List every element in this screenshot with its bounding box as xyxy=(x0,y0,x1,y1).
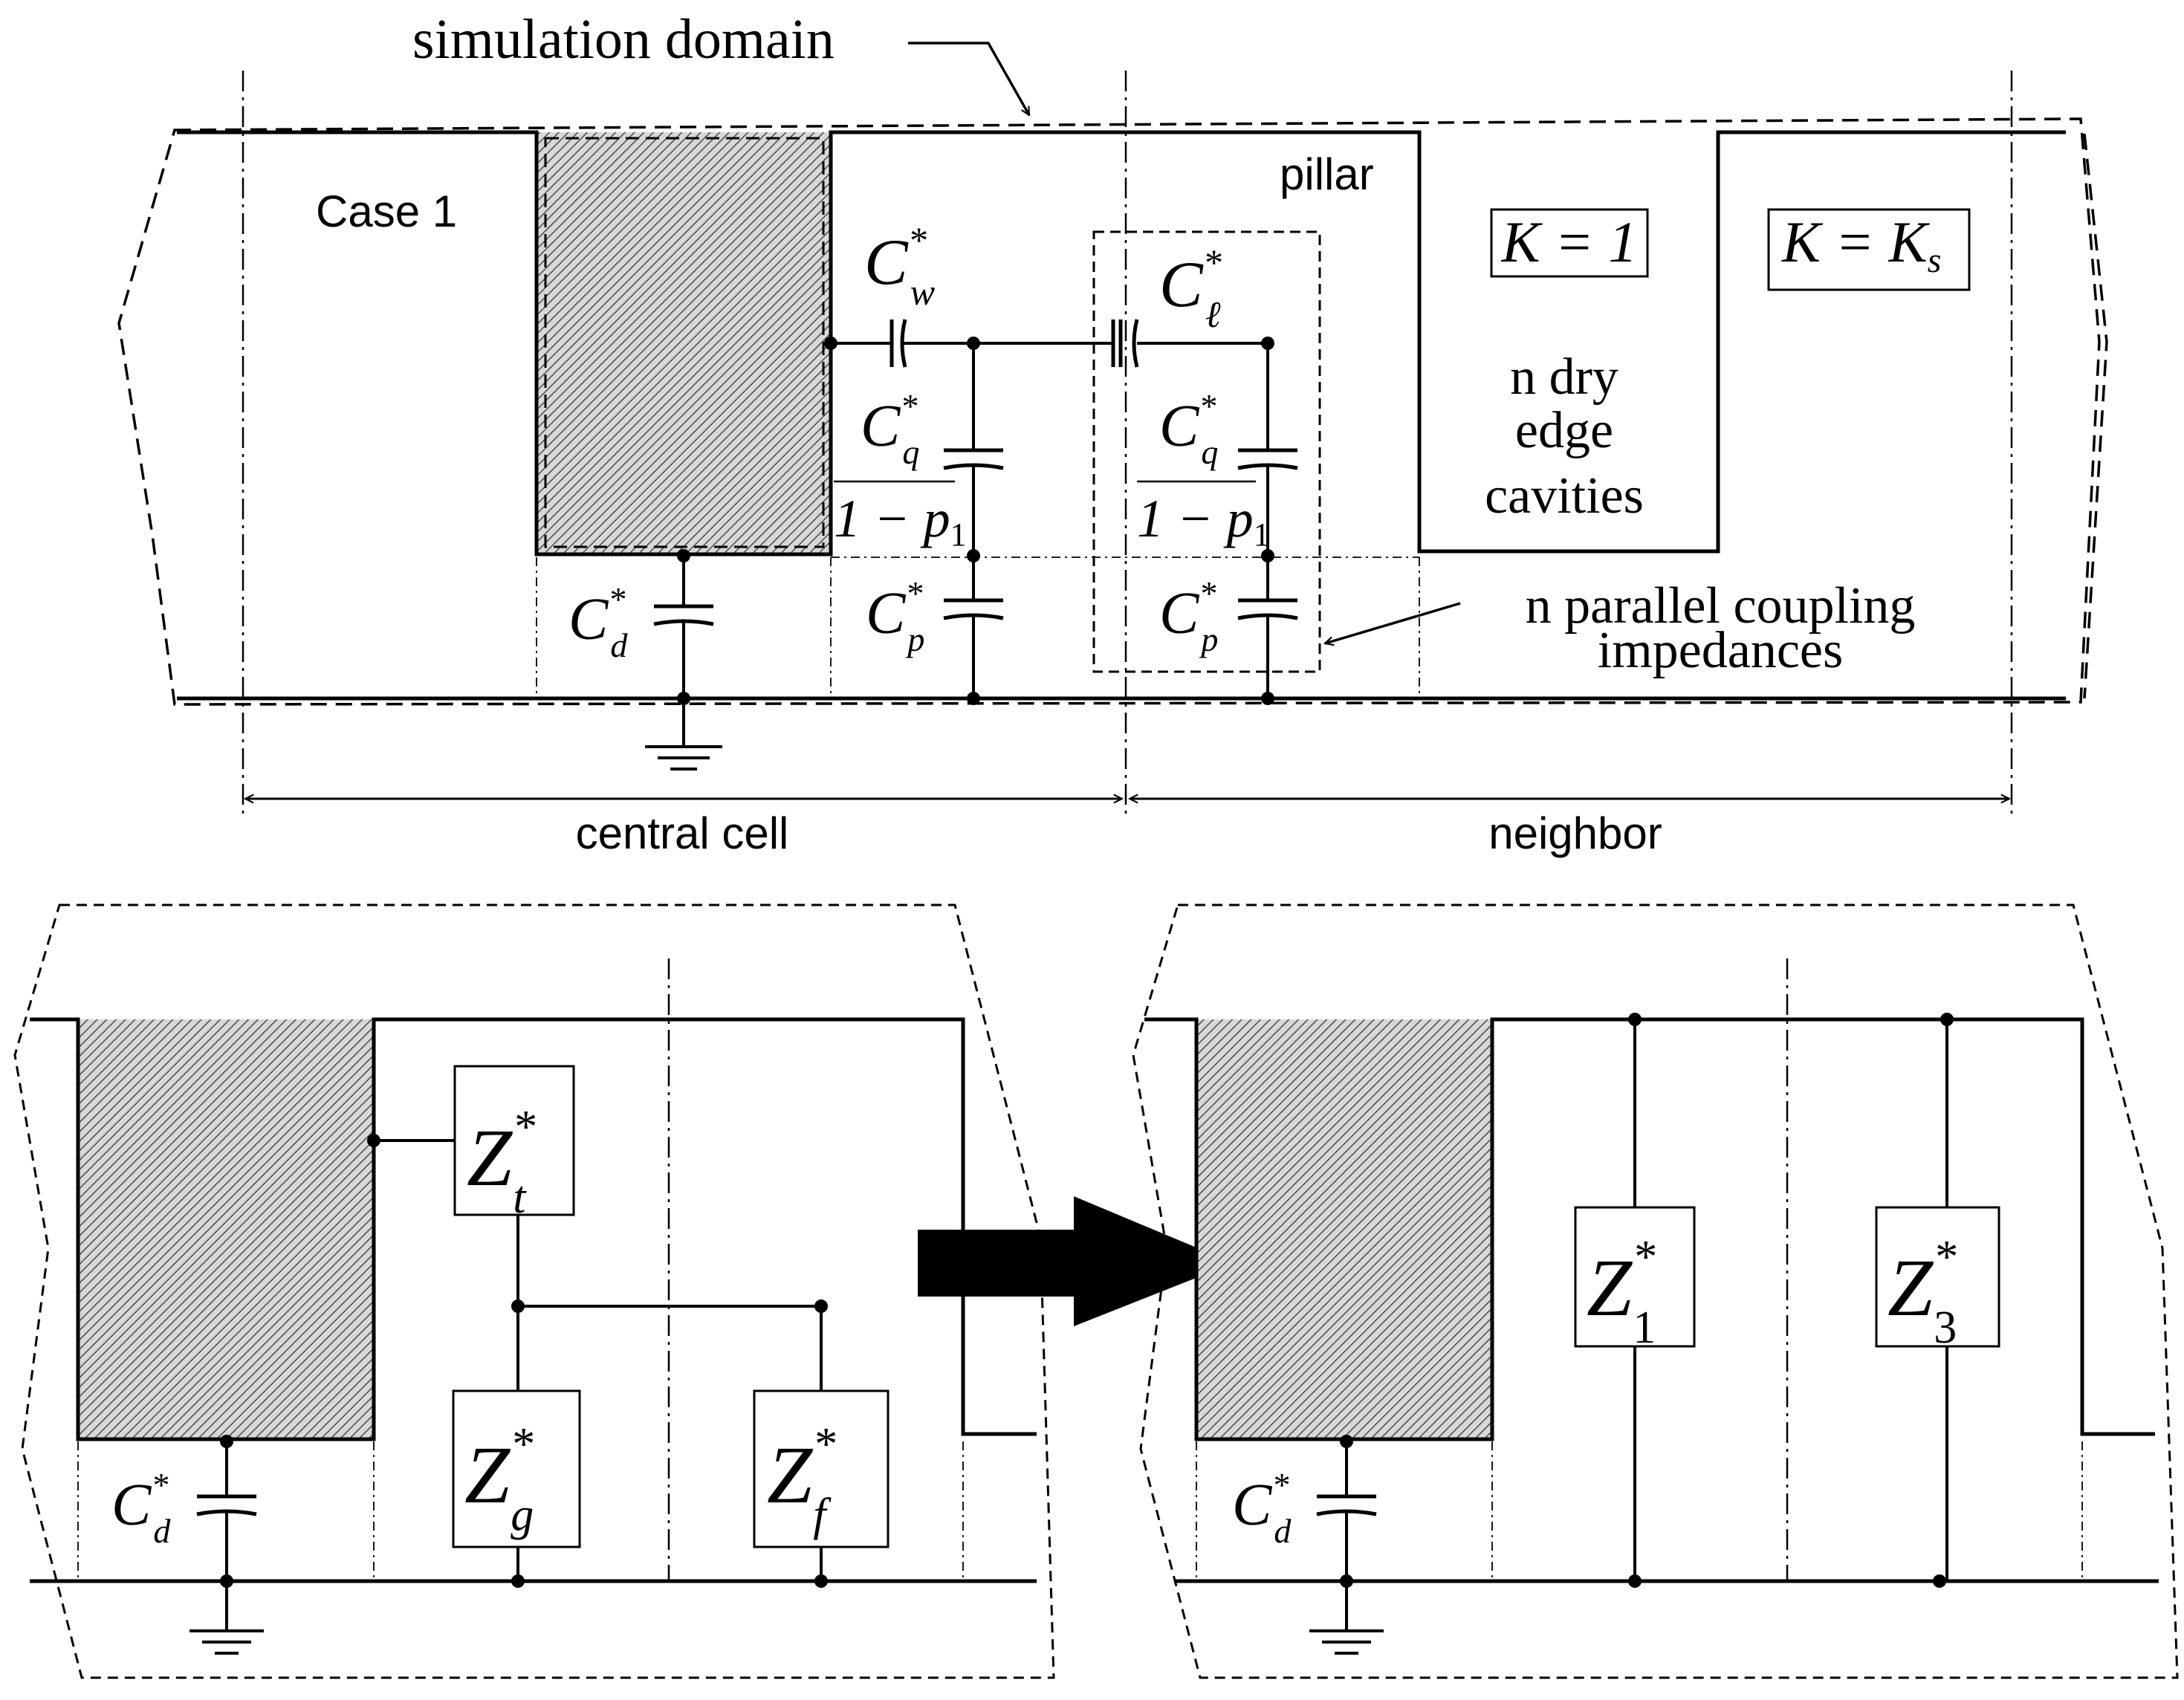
ks-subscript: s xyxy=(1928,241,1942,280)
zf-box xyxy=(753,1389,890,1548)
case-label: Case 1 xyxy=(316,186,457,236)
simulation-domain-boundary xyxy=(117,117,2101,706)
k1-label: K = 1 xyxy=(1501,210,1638,274)
br-dashed-boundary xyxy=(1132,903,2179,1679)
hatched-dashed-outline xyxy=(544,137,825,548)
bl-dashed-boundary xyxy=(13,903,1055,1679)
frac2-label: 1 − p1 xyxy=(1137,489,1270,553)
top-capacitors xyxy=(653,319,1298,626)
dry-cavities-line1: n dry xyxy=(1510,348,1618,406)
bl-thin-guides xyxy=(77,1441,964,1579)
br-wires xyxy=(1345,1019,1948,1631)
cap-d-label: C*d xyxy=(568,580,628,664)
bl-ground-icon xyxy=(189,1629,264,1655)
zg-label: Z*g xyxy=(464,1419,534,1540)
zt-box xyxy=(453,1065,575,1216)
br-hatched-region xyxy=(1196,1019,1492,1439)
ks-label: K = Ks xyxy=(1781,210,1941,280)
coupling-label-line1: n parallel coupling xyxy=(1526,577,1916,635)
zt-label: Z*t xyxy=(467,1102,535,1223)
cap-w-label: C*w xyxy=(864,219,935,313)
simulation-domain-label: simulation domain xyxy=(412,8,835,71)
zf-label: Z*f xyxy=(767,1419,835,1540)
surface-profile xyxy=(177,130,2066,557)
transform-arrow-icon xyxy=(918,1196,1234,1326)
k1-box xyxy=(1490,208,1649,278)
bl-hatched-region xyxy=(78,1019,374,1439)
cell-guides xyxy=(242,71,2013,817)
bottom-right-panel: Z*1 Z*3 C*d xyxy=(1132,903,2179,1679)
bl-cap-d xyxy=(196,1494,257,1516)
dry-cavities-line3: cavities xyxy=(1485,467,1644,525)
cap-q1-label: C*q xyxy=(861,387,919,471)
br-ground-icon xyxy=(1309,1629,1384,1655)
central-cell-label: central cell xyxy=(576,808,789,858)
z1-label: Z*1 xyxy=(1587,1232,1656,1353)
br-thin-guides xyxy=(1196,1441,2083,1579)
frac1-label: 1 − p1 xyxy=(834,489,967,553)
br-nodes xyxy=(1340,1013,1954,1588)
pillar-label: pillar xyxy=(1280,149,1374,199)
ground-icon xyxy=(645,745,722,770)
sim-domain-pointer xyxy=(908,42,1031,115)
cap-l-label: C*ℓ xyxy=(1159,241,1222,335)
cap-p2-label: C*p xyxy=(1159,574,1218,658)
coupling-pointer xyxy=(1325,602,1461,643)
br-surface-profile xyxy=(1144,1017,2155,1441)
top-panel: simulation domain Case 1 pillar K = 1 K … xyxy=(117,8,2108,858)
br-cap-d-label: C*d xyxy=(1232,1466,1292,1550)
hatched-solid-region xyxy=(537,132,830,554)
coupling-dashed-box xyxy=(1092,230,1321,673)
cap-p1-label: C*p xyxy=(866,574,924,658)
bl-cap-d-label: C*d xyxy=(111,1466,171,1550)
z3-box xyxy=(1875,1206,2000,1348)
thin-guides xyxy=(536,557,1420,695)
ks-box xyxy=(1767,208,1971,291)
neighbor-label: neighbor xyxy=(1488,808,1662,858)
top-nodes xyxy=(677,337,1274,705)
ks-main: K = K xyxy=(1781,210,1931,274)
cap-q2-label: C*q xyxy=(1159,387,1218,471)
dry-cavities-line2: edge xyxy=(1515,402,1613,459)
bl-nodes xyxy=(220,1134,828,1588)
zg-box xyxy=(452,1389,581,1548)
right-cut-edge xyxy=(2083,133,2108,699)
z1-box xyxy=(1574,1206,1696,1348)
bl-surface-profile xyxy=(30,1017,1037,1441)
br-cap-d xyxy=(1316,1494,1377,1516)
top-wires xyxy=(682,342,1269,747)
bottom-left-panel: Z*t Z*g Z*f C*d xyxy=(13,903,1055,1679)
z3-label: Z*3 xyxy=(1887,1232,1957,1353)
coupling-label-line2: impedances xyxy=(1598,622,1843,679)
